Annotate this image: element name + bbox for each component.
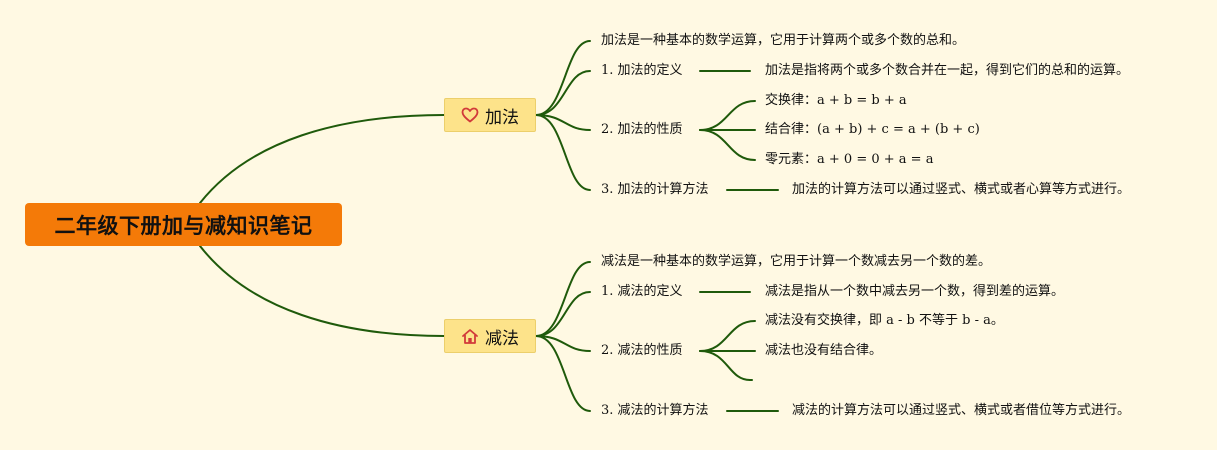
subtraction-summary: 减法是一种基本的数学运算，它用于计算一个数减去另一个数的差。 xyxy=(601,254,992,269)
link-root-add xyxy=(199,114,445,204)
link-add-definition xyxy=(535,70,591,116)
subtraction-property-no-associative: 减法也没有结合律。 xyxy=(765,343,883,358)
link-add-prop-3 xyxy=(699,129,756,161)
house-icon xyxy=(461,328,479,345)
link-sub-prop-1 xyxy=(699,320,756,352)
link-add-prop-1 xyxy=(699,100,756,131)
link-root-sub xyxy=(199,245,445,337)
link-sub-prop-3 xyxy=(699,350,751,381)
subtraction-property-no-commutative: 减法没有交换律，即 a - b 不等于 b - a。 xyxy=(765,313,1004,328)
branch-subtraction[interactable]: 减法 xyxy=(444,319,536,353)
link-sub-definition xyxy=(535,291,591,337)
subtraction-method-label: 3. 减法的计算方法 xyxy=(601,403,709,418)
addition-properties-label: 2. 加法的性质 xyxy=(601,122,683,137)
subtraction-method-text: 减法的计算方法可以通过竖式、横式或者借位等方式进行。 xyxy=(792,403,1131,418)
subtraction-properties-label: 2. 减法的性质 xyxy=(601,343,683,358)
addition-method-text: 加法的计算方法可以通过竖式、横式或者心算等方式进行。 xyxy=(792,182,1131,197)
addition-summary: 加法是一种基本的数学运算，它用于计算两个或多个数的总和。 xyxy=(601,33,966,48)
root-title: 二年级下册加与减知识笔记 xyxy=(54,213,313,238)
heart-icon xyxy=(461,107,479,123)
addition-method-label: 3. 加法的计算方法 xyxy=(601,182,709,197)
branch-addition-label: 加法 xyxy=(485,107,519,128)
subtraction-definition-text: 减法是指从一个数中减去另一个数，得到差的运算。 xyxy=(765,284,1065,299)
addition-property-commutative: 交换律：a + b = b + a xyxy=(765,93,907,108)
addition-definition-label: 1. 加法的定义 xyxy=(601,63,683,78)
link-sub-properties xyxy=(535,335,591,352)
link-add-summary xyxy=(535,40,591,116)
link-sub-summary xyxy=(535,261,591,337)
link-sub-method xyxy=(535,335,591,412)
branch-addition[interactable]: 加法 xyxy=(444,98,536,132)
link-add-properties xyxy=(535,114,591,131)
root-topic[interactable]: 二年级下册加与减知识笔记 xyxy=(25,203,342,246)
addition-property-zero: 零元素：a + 0 = 0 + a = a xyxy=(765,152,934,167)
link-add-method xyxy=(535,114,591,191)
addition-property-associative: 结合律：(a + b) + c = a + (b + c) xyxy=(765,122,980,137)
branch-subtraction-label: 减法 xyxy=(485,328,519,349)
subtraction-definition-label: 1. 减法的定义 xyxy=(601,284,683,299)
addition-definition-text: 加法是指将两个或多个数合并在一起，得到它们的总和的运算。 xyxy=(765,63,1130,78)
